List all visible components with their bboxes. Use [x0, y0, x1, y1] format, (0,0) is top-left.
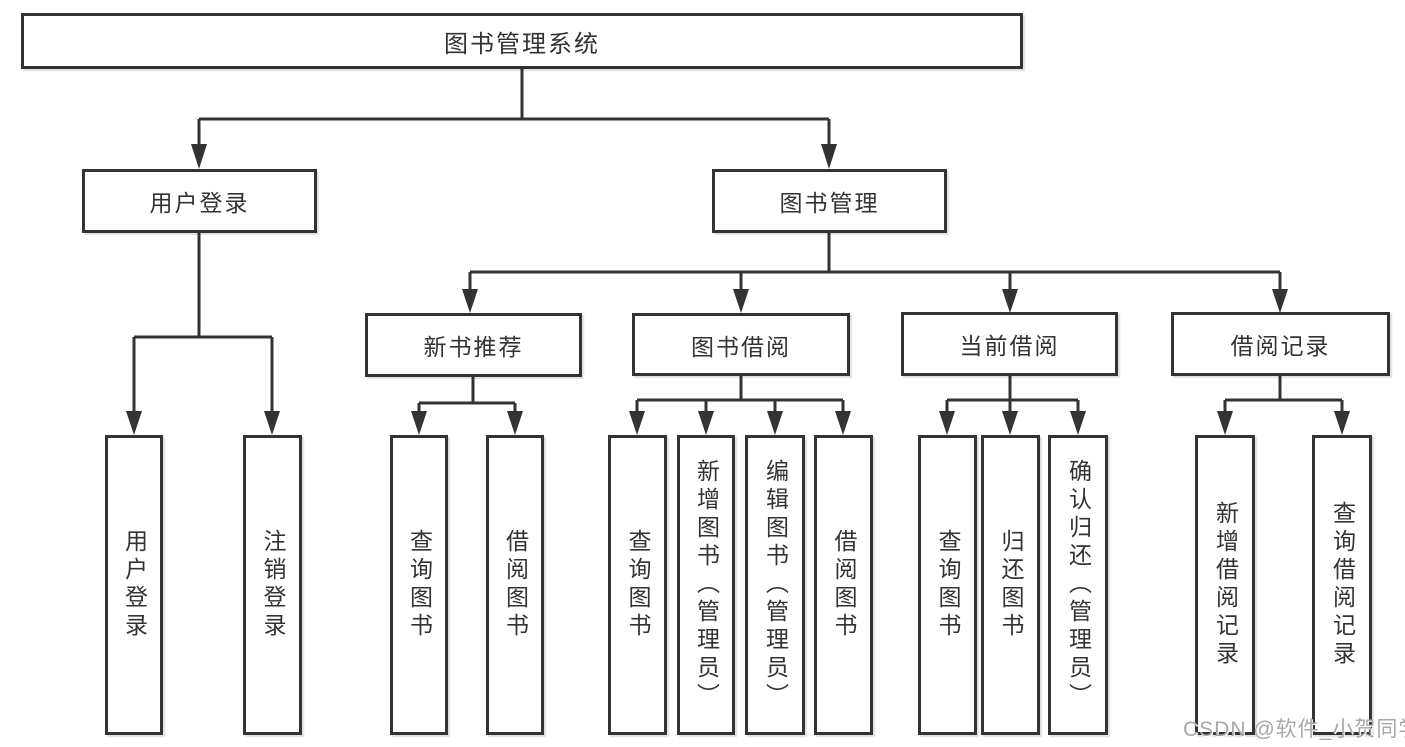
arrowhead [126, 411, 142, 435]
node-label: 图书管理系统 [444, 30, 600, 58]
csdn-watermark: CSDN @软件_小贺同学 [1183, 718, 1405, 741]
node-new-book-recommend: 新书推荐 [365, 313, 582, 377]
arrowhead [835, 411, 851, 435]
arrowhead [629, 411, 645, 435]
arrowhead [733, 289, 749, 313]
arrowhead [767, 411, 783, 435]
arrowhead [264, 411, 280, 435]
arrowhead [411, 411, 427, 435]
node-label: 借阅图书 [831, 529, 857, 641]
leaf-borrow-book: 借阅图书 [814, 435, 873, 735]
leaf-query-book-recommend: 查询图书 [390, 435, 448, 735]
node-label: 确认归还（管理员） [1065, 459, 1092, 711]
arrowhead [1272, 289, 1288, 313]
node-label: 借阅记录 [1230, 333, 1331, 359]
leaf-query-book-borrow: 查询图书 [608, 435, 667, 735]
leaf-return-book: 归还图书 [981, 435, 1040, 735]
node-label: 查询借阅记录 [1329, 501, 1356, 669]
node-user-login: 用户登录 [82, 169, 317, 233]
node-label: 查询图书 [625, 529, 651, 641]
connector-lines [132, 69, 1344, 413]
arrowhead [191, 144, 207, 169]
arrowhead [462, 289, 478, 313]
node-label: 归还图书 [998, 529, 1024, 641]
node-label: 新增图书（管理员） [693, 459, 720, 711]
leaf-query-borrow-record: 查询借阅记录 [1312, 435, 1372, 735]
leaf-query-book-current: 查询图书 [918, 435, 977, 735]
node-borrow-records: 借阅记录 [1171, 312, 1390, 376]
node-current-borrow: 当前借阅 [901, 312, 1118, 376]
leaf-logout: 注销登录 [243, 435, 302, 735]
node-label: 新增借阅记录 [1212, 501, 1239, 669]
arrowhead [1070, 411, 1086, 435]
arrowhead [821, 144, 837, 169]
node-label: 查询图书 [935, 529, 961, 641]
leaf-borrow-book-recommend: 借阅图书 [486, 435, 544, 735]
arrowhead [507, 411, 523, 435]
node-label: 注销登录 [260, 529, 286, 641]
node-label: 借阅图书 [502, 529, 529, 641]
node-book-management: 图书管理 [712, 169, 947, 233]
node-label: 当前借阅 [959, 333, 1060, 359]
node-label: 用户登录 [121, 529, 148, 641]
arrowhead [939, 411, 955, 435]
leaf-add-borrow-record: 新增借阅记录 [1195, 435, 1255, 735]
node-label: 用户登录 [149, 190, 250, 216]
arrowhead [1002, 289, 1018, 313]
node-label: 图书借阅 [691, 333, 791, 360]
leaf-edit-book-admin: 编辑图书（管理员） [745, 435, 805, 735]
leaf-confirm-return-admin: 确认归还（管理员） [1048, 435, 1108, 735]
node-label: 新书推荐 [423, 334, 524, 360]
arrowhead [698, 411, 714, 435]
arrowhead [1002, 411, 1018, 435]
node-label: 图书管理 [779, 190, 880, 216]
arrowheads [126, 144, 1350, 435]
leaf-add-book-admin: 新增图书（管理员） [677, 435, 735, 735]
node-label: 查询图书 [406, 529, 433, 641]
arrowhead [1217, 411, 1233, 435]
node-label: 编辑图书（管理员） [762, 459, 789, 711]
leaf-user-login: 用户登录 [105, 435, 163, 735]
node-book-borrow: 图书借阅 [632, 313, 850, 376]
node-root: 图书管理系统 [21, 13, 1023, 69]
arrowhead [1334, 411, 1350, 435]
